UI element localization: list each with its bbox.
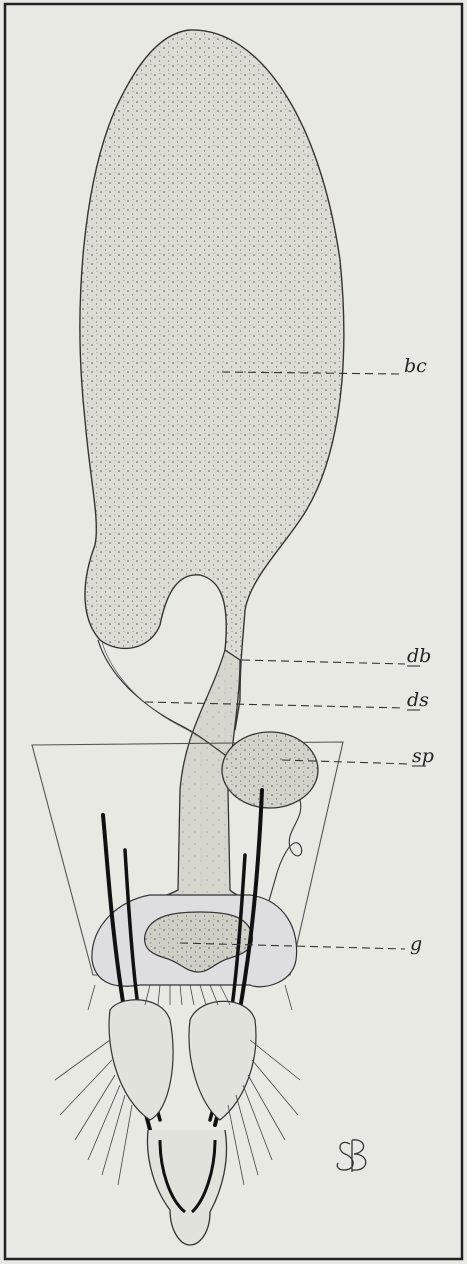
label-g: g [410, 933, 422, 955]
label-bc: bc [404, 355, 427, 377]
label-ds: ds [407, 689, 429, 711]
label-db: db [407, 645, 431, 667]
label-db-group: db [242, 645, 431, 667]
label-ds-group: ds [145, 689, 429, 711]
artist-monogram [337, 1140, 366, 1172]
bursa-stippling [80, 30, 344, 730]
spermatheca-stippling [222, 732, 318, 808]
label-sp: sp [412, 745, 434, 767]
papillae-anales [109, 1000, 256, 1120]
